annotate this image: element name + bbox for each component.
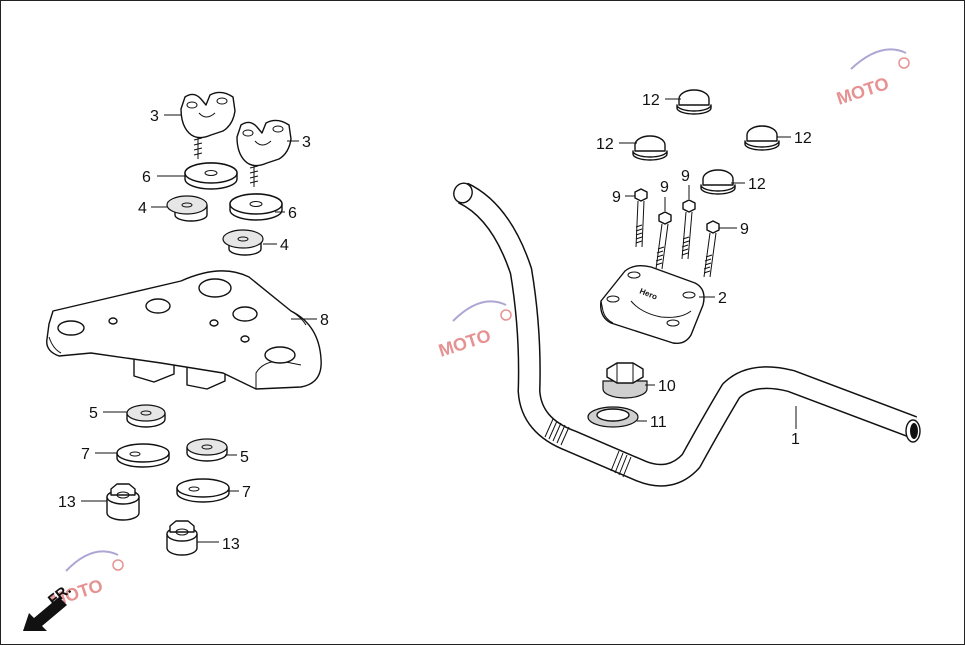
washer-7-left bbox=[116, 443, 170, 468]
handlebar-holder-left bbox=[180, 91, 236, 159]
label-5-left: 5 bbox=[89, 405, 98, 422]
watermark-text: MOTO bbox=[436, 325, 493, 361]
label-9-d: 9 bbox=[740, 221, 749, 238]
bolt-9-d bbox=[703, 220, 720, 278]
damper-4-right bbox=[222, 229, 264, 256]
bolt-9-b bbox=[655, 211, 672, 270]
arrow-down-left-icon bbox=[23, 597, 67, 631]
washer-6-right bbox=[229, 193, 283, 221]
watermark-center: MOTO bbox=[436, 300, 512, 361]
cap-12-a bbox=[676, 89, 712, 115]
watermark-text: MOTO bbox=[834, 73, 891, 109]
bolt-9-c bbox=[681, 199, 696, 260]
cap-12-d bbox=[700, 169, 736, 195]
label-9-a: 9 bbox=[612, 189, 621, 206]
damper-5-left bbox=[126, 404, 166, 428]
handlebar bbox=[453, 182, 921, 487]
watermark-top-right: MOTO bbox=[834, 48, 910, 109]
washer-11 bbox=[587, 406, 639, 428]
label-9-b: 9 bbox=[660, 179, 669, 196]
nut-10 bbox=[602, 362, 648, 399]
label-10: 10 bbox=[658, 378, 676, 395]
label-12-b: 12 bbox=[596, 136, 614, 153]
label-9-c: 9 bbox=[681, 168, 690, 185]
label-2: 2 bbox=[718, 290, 727, 307]
label-6-right: 6 bbox=[288, 205, 297, 222]
damper-5-right bbox=[186, 438, 228, 462]
label-7-left: 7 bbox=[81, 446, 90, 463]
label-5-right: 5 bbox=[240, 449, 249, 466]
nut-13-right bbox=[166, 520, 198, 556]
label-3-left: 3 bbox=[150, 108, 159, 125]
handlebar-clamp: Hero bbox=[600, 264, 705, 345]
label-1: 1 bbox=[791, 431, 800, 448]
cap-12-b bbox=[632, 135, 668, 161]
fork-bridge bbox=[46, 270, 322, 390]
label-4-left: 4 bbox=[138, 200, 147, 217]
label-11: 11 bbox=[650, 414, 667, 431]
label-8: 8 bbox=[320, 312, 329, 329]
cap-12-c bbox=[744, 125, 780, 151]
nut-13-left bbox=[106, 483, 140, 521]
bolt-9-a bbox=[634, 188, 648, 248]
label-7-right: 7 bbox=[242, 484, 251, 501]
label-13-left: 13 bbox=[58, 494, 76, 511]
handlebar-holder-right bbox=[236, 119, 292, 187]
label-12-d: 12 bbox=[748, 176, 766, 193]
washer-6-left bbox=[184, 162, 238, 190]
label-3-right: 3 bbox=[302, 134, 311, 151]
label-12-c: 12 bbox=[794, 130, 812, 147]
label-12-a: 12 bbox=[642, 92, 660, 109]
label-13-right: 13 bbox=[222, 536, 240, 553]
label-6-left: 6 bbox=[142, 169, 151, 186]
washer-7-right bbox=[176, 478, 230, 503]
label-4-right: 4 bbox=[280, 237, 289, 254]
damper-4-left bbox=[166, 195, 208, 222]
